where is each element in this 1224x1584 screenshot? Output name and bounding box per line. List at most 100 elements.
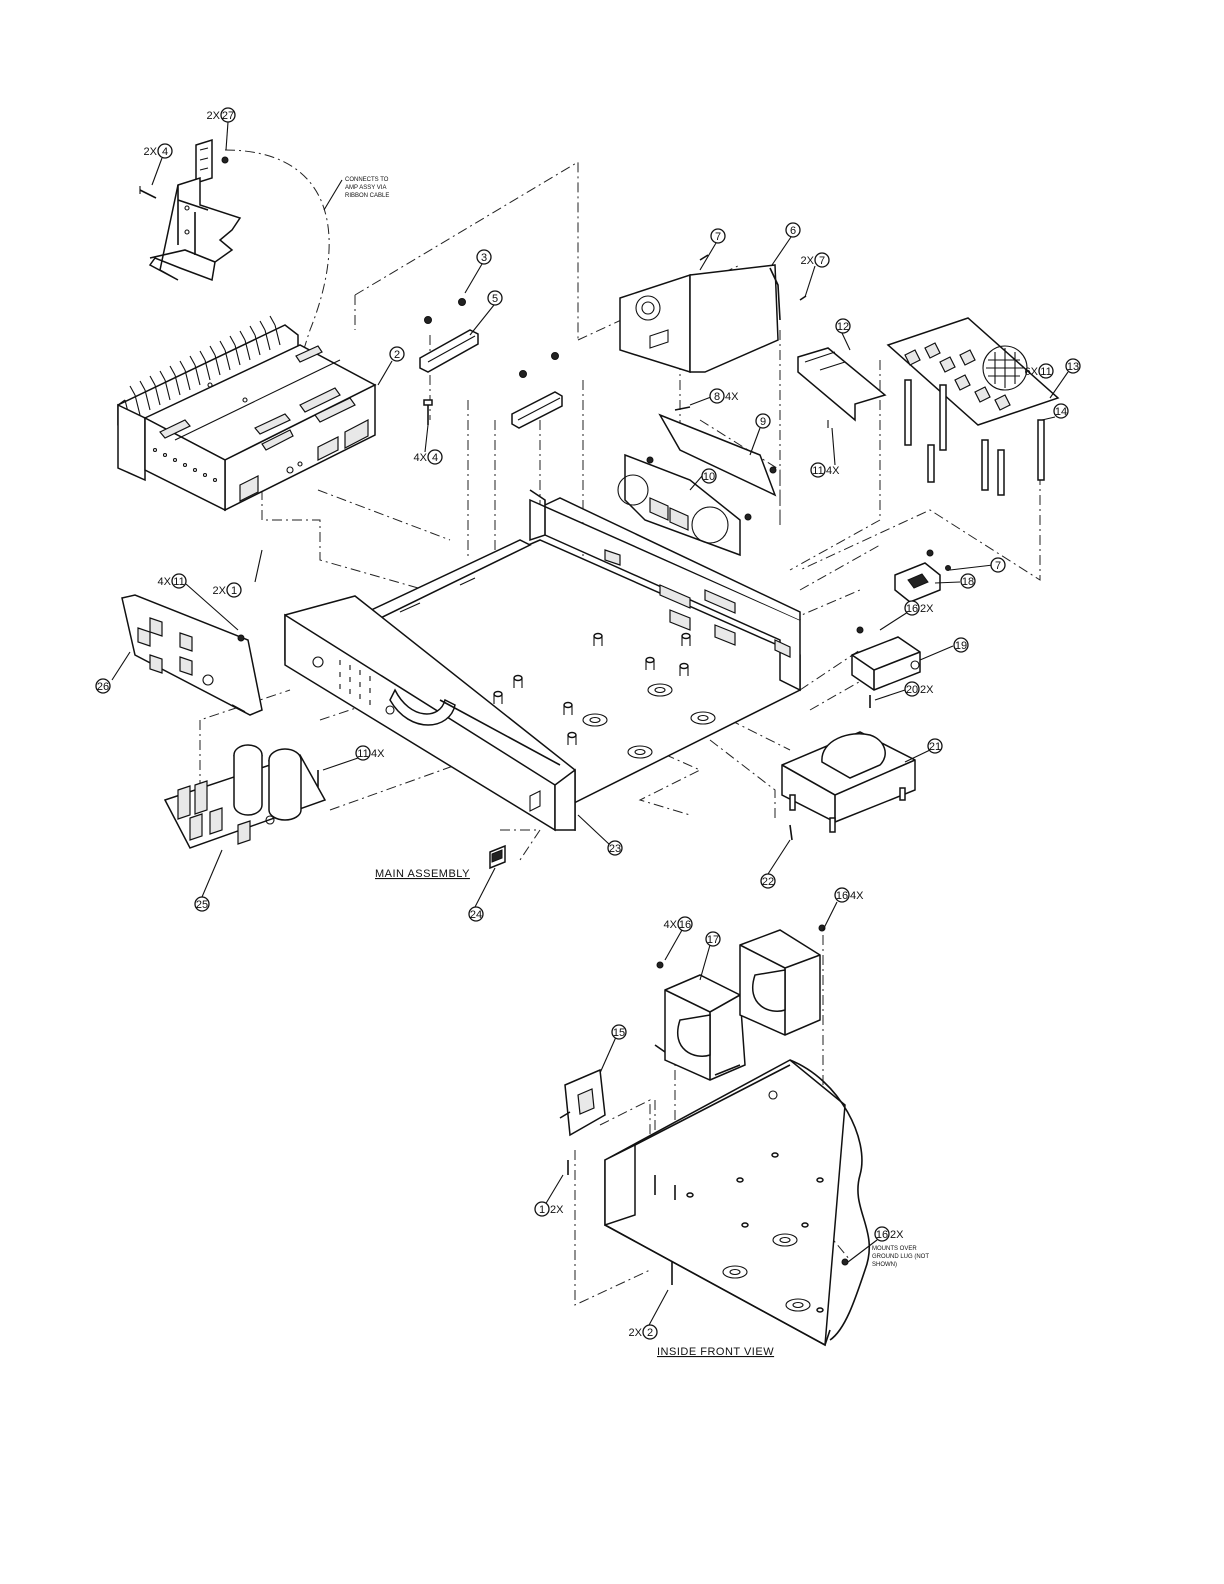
callout-c17: 17: [706, 932, 720, 946]
svg-text:CONNECTS TO: CONNECTS TO: [345, 177, 389, 183]
small-board-12: [798, 348, 885, 428]
amplifier-assembly: [118, 316, 375, 510]
rocker-switch-24: [490, 846, 505, 868]
callout-c9: 9: [756, 414, 770, 428]
inside-front-view: [560, 925, 869, 1345]
callout-number: 16: [906, 603, 918, 615]
callout-number: 4: [162, 146, 168, 158]
callout-number: 26: [97, 681, 109, 693]
callout-quantity: 4X: [414, 452, 428, 464]
callout-c7c: 7: [991, 558, 1005, 572]
callout-quantity: 4X: [826, 465, 840, 477]
rear-bracket-detail: [140, 140, 240, 280]
callout-c5: 5: [488, 291, 502, 305]
callout-number: 9: [760, 416, 766, 428]
callout-number: 7: [819, 255, 825, 267]
callout-c1a: 1 2X: [213, 583, 241, 597]
callout-quantity: 2X: [629, 1327, 643, 1339]
caption-main-assembly: MAIN ASSEMBLY: [375, 868, 470, 880]
note-ground-lug: MOUNTS OVER GROUND LUG (NOT SHOWN): [872, 1246, 929, 1268]
callout-number: 11: [357, 748, 368, 760]
callout-quantity: 4X: [158, 576, 172, 588]
callout-number: 11: [173, 576, 184, 588]
svg-text:AMP ASSY VIA: AMP ASSY VIA: [345, 185, 386, 191]
callout-number: 23: [609, 843, 621, 855]
svg-text:SHOWN): SHOWN): [872, 1262, 897, 1268]
callout-number: 27: [222, 110, 234, 122]
callout-c26: 26: [96, 679, 110, 693]
callout-number: 14: [1055, 406, 1067, 418]
callout-c8: 8 4X: [710, 389, 739, 403]
callout-number: 15: [613, 1027, 625, 1039]
callout-quantity: 2X: [920, 603, 934, 615]
callout-number: 7: [995, 560, 1001, 572]
callout-number: 11: [812, 465, 823, 477]
callout-number: 1: [231, 585, 237, 597]
ac-inlet-18: [895, 550, 951, 602]
callout-number: 21: [929, 741, 941, 753]
callout-number: 19: [955, 640, 967, 652]
callout-c13: 13: [1066, 359, 1080, 373]
callout-c2: 2: [390, 347, 404, 361]
callout-number: 16: [679, 919, 691, 931]
svg-text:RIBBON CABLE: RIBBON CABLE: [345, 193, 389, 199]
callout-number: 3: [481, 252, 487, 264]
callout-quantity: 4X: [371, 748, 385, 760]
rear-plate: [620, 255, 806, 372]
svg-text:GROUND LUG (NOT: GROUND LUG (NOT: [872, 1254, 929, 1260]
callout-quantity: 4X: [664, 919, 678, 931]
callout-c21: 21: [928, 739, 942, 753]
callout-c4a: 4 2X: [144, 144, 172, 158]
callout-c22: 22: [761, 874, 775, 888]
callout-number: 5: [492, 293, 498, 305]
power-transformer-21: [782, 732, 915, 840]
power-supply-board-25: [165, 745, 325, 848]
callout-c2b: 22X: [629, 1325, 657, 1339]
callout-number: 1: [539, 1204, 545, 1216]
callout-quantity: 2X: [144, 146, 158, 158]
callout-number: 8: [714, 391, 720, 403]
control-board-13: [888, 318, 1058, 495]
callout-number: 4: [432, 452, 438, 464]
callout-c25: 25: [195, 897, 209, 911]
callout-c10: 10: [702, 469, 716, 483]
callout-c11d: 114X: [356, 746, 385, 760]
callout-quantity: 4X: [850, 890, 864, 902]
callout-c1b: 1 2X: [535, 1202, 564, 1216]
callout-number: 16: [876, 1229, 888, 1241]
callout-quantity: 6X: [1025, 366, 1039, 378]
callout-number: 6: [790, 225, 796, 237]
callout-number: 16: [836, 890, 848, 902]
circuit-board-26: [122, 595, 262, 715]
callout-quantity: 4X: [725, 391, 739, 403]
callout-quantity: 2X: [890, 1229, 904, 1241]
callout-c3: 3: [477, 250, 491, 264]
callout-c15: 15: [612, 1025, 626, 1039]
callout-quantity: 2X: [801, 255, 815, 267]
callout-c19: 19: [954, 638, 968, 652]
callout-number: 2: [394, 349, 400, 361]
callout-c7a: 7: [711, 229, 725, 243]
callout-c7b: 7 2X: [801, 253, 829, 267]
callout-number: 18: [962, 576, 974, 588]
svg-text:MOUNTS OVER: MOUNTS OVER: [872, 1246, 917, 1252]
callout-c6: 6: [786, 223, 800, 237]
callout-number: 7: [715, 231, 721, 243]
callout-number: 24: [470, 909, 482, 921]
callout-c23: 23: [608, 841, 622, 855]
callout-c4b: 4 4X: [414, 450, 442, 464]
callout-c14: 14: [1054, 404, 1068, 418]
connector-bars: [420, 299, 562, 429]
callout-number: 17: [707, 934, 719, 946]
callout-c11b: 114X: [811, 463, 840, 477]
callout-quantity: 2X: [213, 585, 227, 597]
callout-number: 20: [906, 684, 918, 696]
callout-quantity: 2X: [550, 1204, 564, 1216]
caption-inside-front-view: INSIDE FRONT VIEW: [657, 1346, 774, 1358]
